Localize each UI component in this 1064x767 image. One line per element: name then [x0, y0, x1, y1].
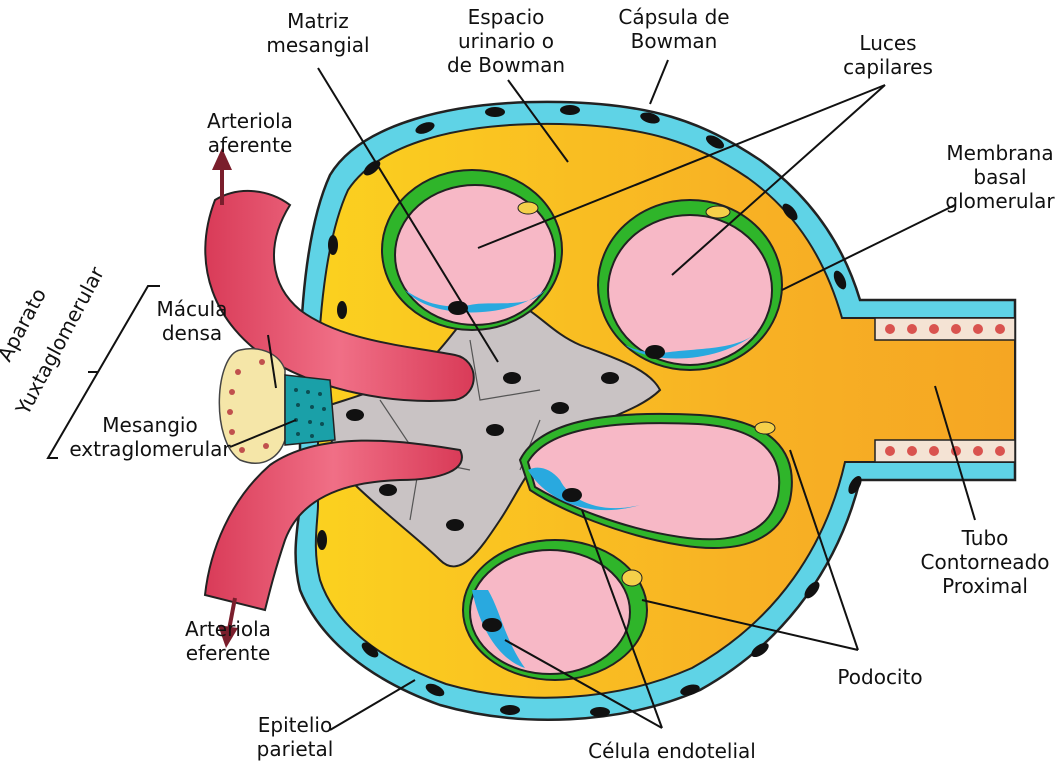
- label-mesangio-1: Mesangio: [102, 413, 197, 437]
- label-tubo-3: Proximal: [942, 574, 1028, 598]
- label-aferente-1: Arteriola: [207, 109, 293, 133]
- label-matriz-2: mesangial: [266, 33, 369, 57]
- label-capsula-2: Bowman: [631, 29, 718, 53]
- label-luces-2: capilares: [843, 55, 933, 79]
- label-membrana-3: glomerular: [945, 189, 1055, 213]
- label-espacio-3: de Bowman: [447, 53, 565, 77]
- label-eferente-2: eferente: [186, 641, 271, 665]
- label-aferente-2: aferente: [208, 133, 293, 157]
- label-eferente-1: Arteriola: [185, 617, 271, 641]
- label-macula-2: densa: [162, 321, 222, 345]
- label-podocito: Podocito: [837, 665, 922, 689]
- extraglomerular-mesangium: [285, 375, 335, 445]
- label-membrana-2: basal: [973, 165, 1026, 189]
- label-capsula-1: Cápsula de: [618, 5, 729, 29]
- label-espacio-1: Espacio: [468, 5, 545, 29]
- label-mesangio-2: extraglomerular: [69, 437, 231, 461]
- label-espacio-2: urinario o: [458, 29, 554, 53]
- label-macula-1: Mácula: [157, 297, 228, 321]
- label-epitelio-2: parietal: [257, 737, 334, 761]
- label-membrana-1: Membrana: [946, 141, 1053, 165]
- capillary-loop-2: [598, 200, 782, 370]
- label-epitelio-1: Epitelio: [258, 713, 332, 737]
- label-luces-1: Luces: [859, 31, 916, 55]
- label-matriz-1: Matriz: [287, 9, 349, 33]
- label-tubo-2: Contorneado: [921, 550, 1050, 574]
- label-celula: Célula endotelial: [588, 739, 756, 763]
- label-tubo-1: Tubo: [961, 526, 1009, 550]
- capillary-loop-1: [382, 170, 562, 330]
